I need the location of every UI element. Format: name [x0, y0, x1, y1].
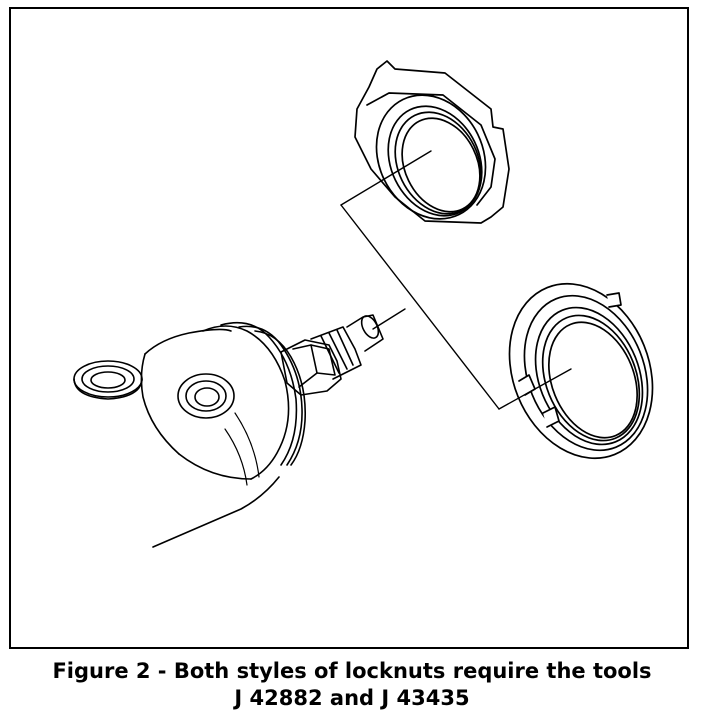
adjuster-shaft	[280, 314, 384, 396]
leader-lines	[340, 150, 572, 410]
port-fitting-left	[73, 360, 143, 400]
figure-frame	[9, 7, 689, 649]
caption-line-1: Figure 2 - Both styles of locknuts requi…	[52, 659, 652, 683]
hex-locknut	[354, 60, 510, 224]
port-fitting-right	[177, 373, 235, 419]
slotted-locknut	[508, 282, 654, 460]
figure-caption: Figure 2 - Both styles of locknuts requi…	[0, 658, 704, 712]
locknut-diagram	[73, 60, 654, 548]
caption-line-2: J 42882 and J 43435	[234, 686, 470, 710]
gear-housing	[73, 321, 307, 548]
